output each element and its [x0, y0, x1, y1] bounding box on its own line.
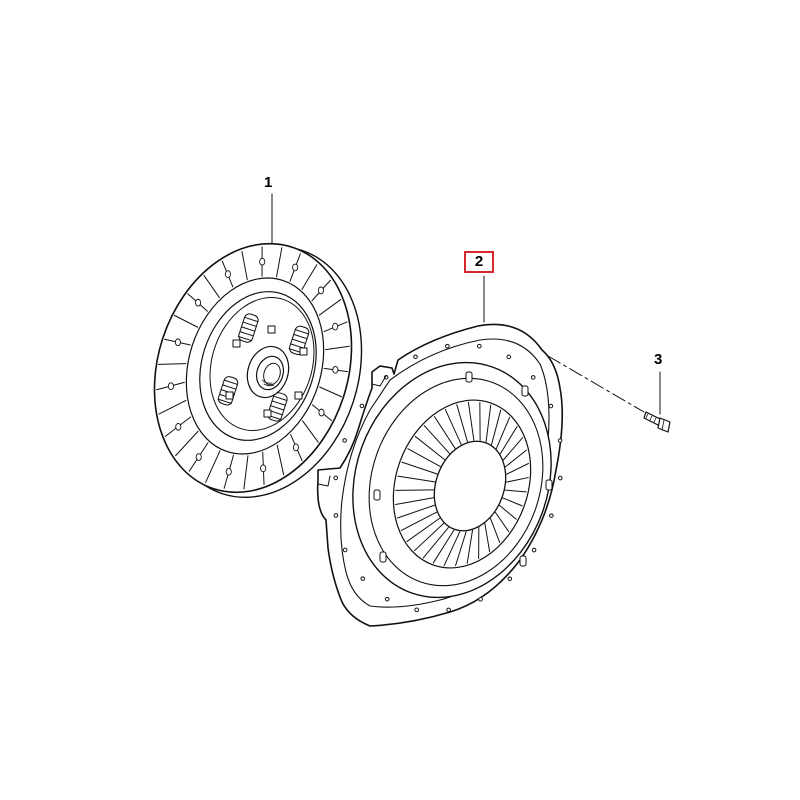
flange-hole [548, 403, 554, 409]
diaphragm-finger [444, 408, 462, 445]
diaphragm-finger [495, 416, 511, 450]
diaphragm-finger [506, 462, 529, 475]
diaphragm-finger [414, 435, 446, 461]
flange-hole [478, 596, 483, 602]
flange-hole [414, 607, 419, 613]
disc-rivet [175, 422, 182, 431]
diaphragm-finger [491, 409, 502, 446]
leader-lines [271, 193, 661, 415]
disc-groove [276, 247, 283, 278]
flange-hole [557, 438, 563, 443]
bolt [643, 411, 671, 433]
disc-groove [243, 455, 249, 490]
diaphragm-finger [466, 529, 474, 564]
diaphragm-finger [432, 529, 455, 564]
flange-hole [445, 343, 450, 349]
callout-3-label[interactable]: 3 [654, 351, 663, 368]
disc-groove [319, 386, 342, 398]
diaphragm-finger [504, 489, 527, 493]
flange-hole [507, 576, 513, 582]
diaphragm-finger [443, 531, 461, 567]
diaphragm-finger [401, 461, 438, 475]
disc-groove [203, 274, 220, 299]
callout-1-label[interactable]: 1 [264, 174, 273, 191]
diaphragm-finger [494, 511, 510, 533]
flange-hole [333, 475, 339, 481]
diaphragm-finger [395, 489, 435, 491]
disc-rivet [260, 464, 267, 473]
disc-rivet [332, 322, 339, 331]
assembly-axis-line [547, 355, 645, 413]
diaphragm-finger [400, 511, 438, 531]
disc-rivet [318, 408, 325, 417]
flange-hole [384, 596, 390, 602]
diaphragm-finger [456, 404, 468, 443]
diaphragm-finger [396, 504, 435, 519]
diaphragm-finger [499, 426, 518, 455]
clutch-disc [153, 242, 363, 498]
flange-hole [413, 354, 418, 360]
disc-rivet [224, 270, 231, 278]
disc-groove [318, 299, 342, 316]
flange-hole [360, 576, 366, 581]
diaphragm-finger [505, 477, 529, 483]
disc-rivet [195, 453, 202, 461]
diaphragm-finger [505, 449, 528, 468]
disc-groove [241, 250, 248, 281]
disc-groove [175, 430, 199, 457]
disc-groove [325, 345, 350, 351]
diaphragm-finger [484, 523, 491, 553]
disc-groove [301, 264, 318, 290]
disc-groove [158, 399, 187, 415]
diaphragm-finger [406, 517, 441, 542]
flange-hole [557, 475, 563, 481]
disc-rivet [332, 365, 339, 374]
disc-rivet [292, 443, 299, 452]
flange-hole [359, 403, 365, 409]
diaphragm-finger [395, 497, 434, 506]
flange-hole [446, 607, 451, 613]
diaphragm-finger [397, 475, 436, 483]
flange-hole [531, 547, 537, 553]
diaphragm-finger [499, 504, 517, 520]
pressure-plate [316, 323, 564, 627]
diaphragm-finger [433, 415, 456, 449]
disc-groove [276, 444, 285, 476]
disc-rivet [195, 298, 202, 307]
disc-groove [173, 314, 199, 328]
flange-hole [506, 354, 512, 360]
flange-hole [342, 547, 348, 553]
diaphragm-finger [467, 401, 475, 441]
callout-2-label-highlighted[interactable]: 2 [464, 251, 494, 273]
disc-groove [158, 363, 187, 365]
diaphragm-finger [413, 522, 445, 552]
disc-rivet [292, 263, 299, 272]
diaphragm-finger [423, 425, 451, 455]
flange-hole [333, 513, 339, 518]
diaphragm-finger [407, 448, 441, 468]
disc-rivet [167, 382, 174, 391]
diaphragm-finger [489, 517, 501, 543]
disc-rivet [225, 467, 232, 476]
disc-rivet [317, 286, 324, 295]
flange-hole [342, 438, 347, 443]
flange-hole [477, 343, 482, 349]
diaphragm-finger [422, 526, 449, 559]
disc-rivet [174, 338, 181, 347]
flange-hole [530, 375, 536, 380]
disc-groove [205, 450, 221, 483]
disc-groove [302, 420, 319, 443]
diaphragm-finger [485, 404, 492, 443]
disc-rivet [259, 257, 266, 266]
diaphragm-finger [502, 497, 523, 507]
flange-hole [549, 513, 554, 518]
diaphragm-finger [502, 437, 524, 461]
diaphragm-finger [455, 531, 467, 567]
